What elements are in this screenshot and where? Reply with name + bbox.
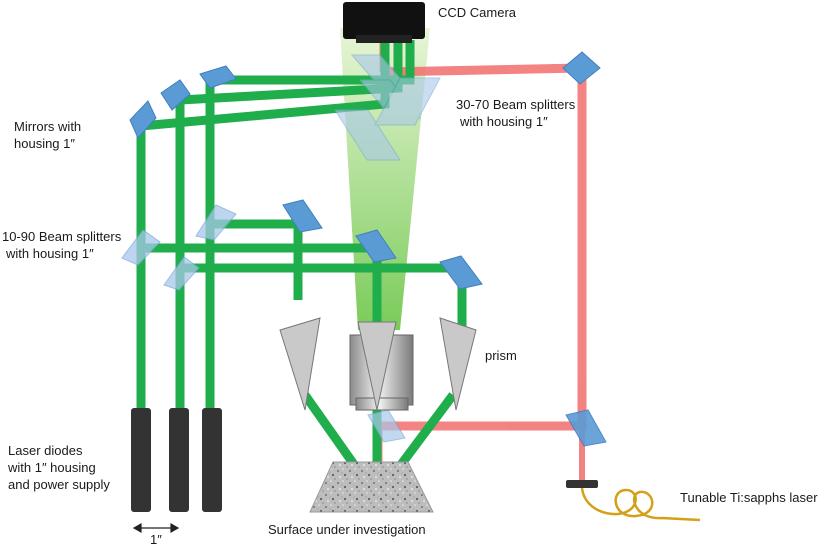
objective-lens-tip (355, 397, 409, 411)
label-bs3070-2: with housing 1″ (459, 114, 548, 129)
beam-splitters-30-70 (334, 54, 441, 161)
label-dimension: 1″ (150, 532, 162, 545)
dimension-arrow (132, 522, 180, 534)
label-bs1090-2: with housing 1″ (5, 246, 94, 261)
label-mirrors-2: housing 1″ (14, 136, 75, 151)
label-prism: prism (485, 348, 517, 363)
mirrors-mid (282, 199, 483, 290)
beam-splitter-surface (367, 409, 406, 443)
beam-splitters-10-90 (121, 204, 237, 291)
tisapphire-output-port (566, 480, 598, 488)
label-laser-diodes-2: with 1″ housing (7, 460, 96, 475)
label-bs3070-1: 30-70 Beam splitters (456, 97, 576, 112)
label-ccd-camera: CCD Camera (438, 5, 517, 20)
mirror-red-bottom (565, 409, 607, 447)
laser-diodes (131, 408, 222, 512)
label-mirrors-1: Mirrors with (14, 119, 81, 134)
label-surface: Surface under investigation (268, 522, 426, 537)
tisapphire-fiber (580, 487, 701, 522)
label-bs1090-1: 10-90 Beam splitters (2, 229, 122, 244)
label-tisapphire: Tunable Ti:sapphs laser (680, 490, 818, 505)
ccd-camera-lens-mount (356, 35, 412, 43)
prisms (279, 317, 477, 411)
mirrors-left (129, 65, 237, 139)
ccd-camera-body (343, 2, 425, 39)
label-laser-diodes-3: and power supply (8, 477, 110, 492)
sample-surface (309, 461, 434, 513)
label-laser-diodes-1: Laser diodes (8, 443, 83, 458)
mirror-red-top (562, 51, 601, 85)
